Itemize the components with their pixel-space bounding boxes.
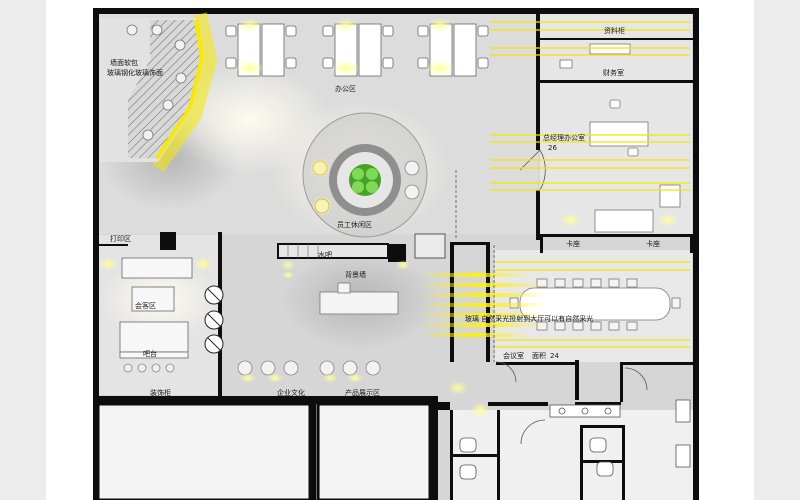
water-bar-counter — [277, 243, 389, 259]
label-meeting-room: 会议室 — [503, 352, 524, 360]
label-office-area: 办公区 — [335, 85, 356, 93]
label-display-cabinet: 装饰柜 — [150, 389, 171, 397]
lounge-round — [302, 112, 428, 238]
label-front-desk: 吧台 — [143, 350, 157, 358]
label-water-bar: 水吧 — [318, 251, 332, 259]
toilets — [459, 399, 691, 480]
backdrop-counter — [319, 291, 399, 315]
label-backdrop-wall: 背景墙 — [345, 271, 366, 279]
label-gm-office-area: 26 — [548, 144, 557, 152]
label-corporate-culture: 企业文化 — [277, 389, 305, 397]
daylight-rays — [420, 273, 545, 337]
label-card-seat-2: 卡座 — [646, 240, 660, 248]
label-archive-room: 资料柜 — [604, 27, 625, 35]
label-glass-note: 玻璃 自然采光投射到大厅可以有自然采光 — [465, 315, 594, 323]
label-meeting-area-value: 24 — [550, 352, 559, 360]
label-reception-area: 会客区 — [135, 302, 156, 310]
label-finance-room: 财务室 — [603, 69, 624, 77]
label-wall-feature-2: 玻璃钢化玻璃饰面 — [107, 69, 163, 77]
label-wall-feature-1: 墙面软包 — [110, 59, 138, 67]
walls — [93, 8, 699, 500]
reception — [119, 257, 193, 359]
label-gm-office: 总经理办公室 — [543, 134, 585, 142]
feature-wall — [100, 12, 218, 172]
meeting-table — [509, 278, 681, 331]
label-meeting-area-label: 面积 — [532, 352, 546, 360]
label-staff-lounge: 员工休闲区 — [337, 221, 372, 229]
label-print-area: 打印区 — [110, 235, 131, 243]
label-card-seat-1: 卡座 — [566, 240, 580, 248]
label-product-display: 产品展示区 — [345, 389, 380, 397]
